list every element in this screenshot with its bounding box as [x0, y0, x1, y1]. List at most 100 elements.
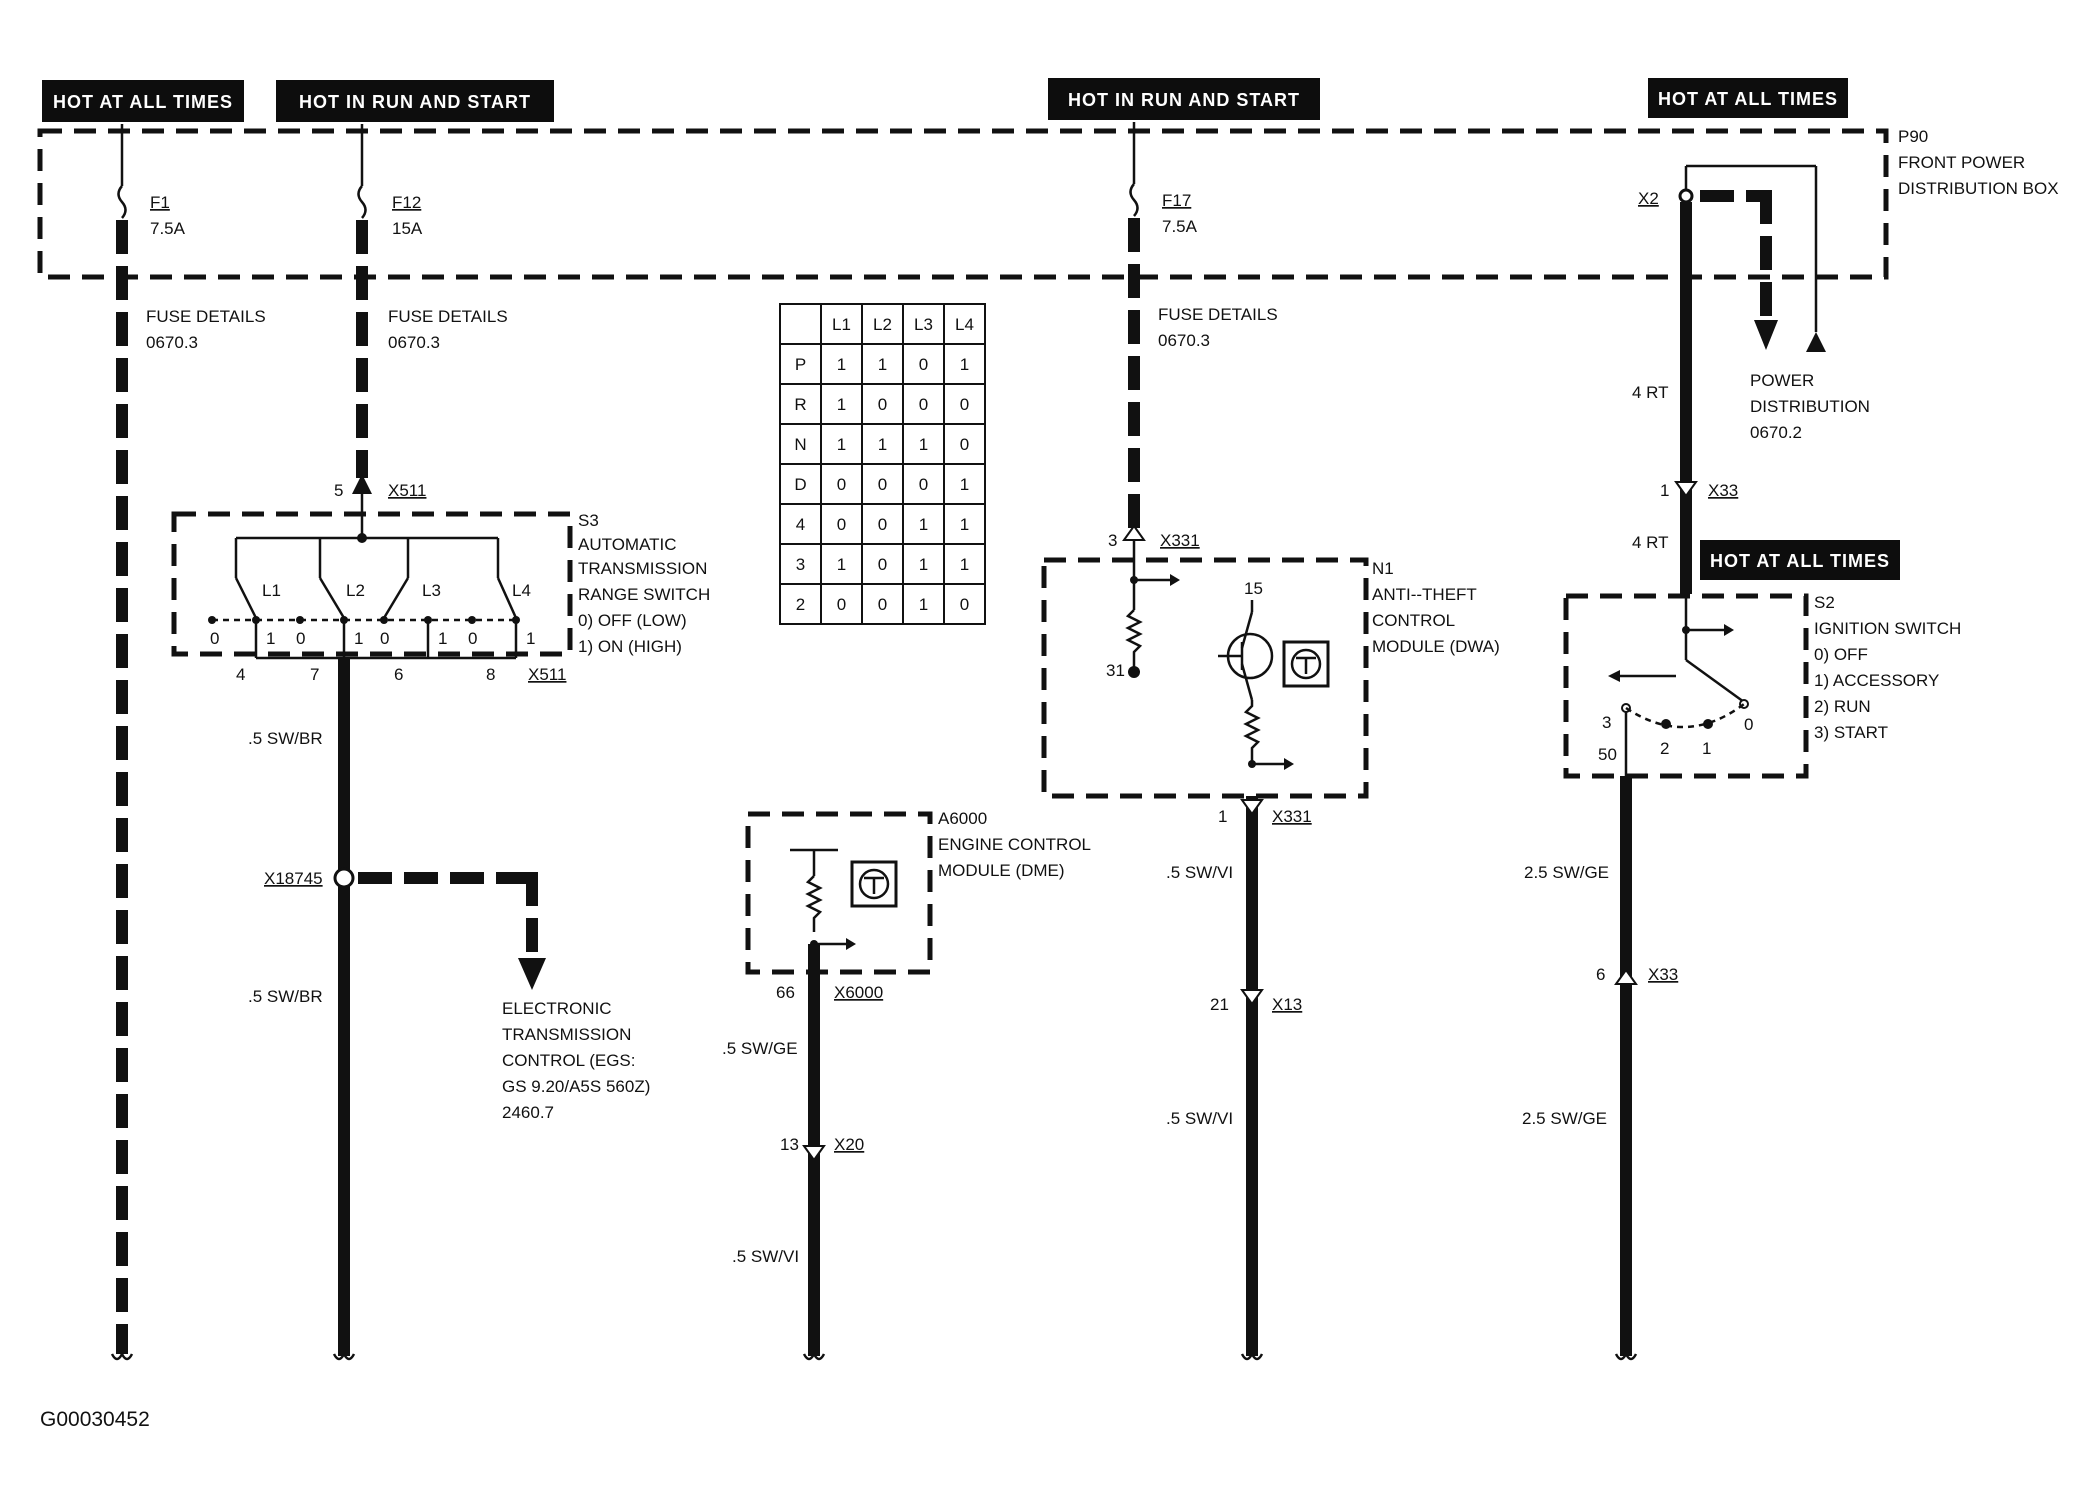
table-cell: 0: [960, 595, 969, 614]
pos-1-b: 1: [354, 629, 363, 648]
wire-label-sw-vi-ecm: .5 SW/VI: [732, 1247, 799, 1266]
fuse-f12-id: F12: [392, 193, 421, 212]
s3-state0: 0) OFF (LOW): [578, 611, 687, 630]
fuse-f17-details: FUSE DETAILS: [1158, 305, 1278, 324]
table-cell: 0: [837, 515, 846, 534]
egs-line3: CONTROL (EGS:: [502, 1051, 636, 1070]
range-switch-s3: L1 L2 L3 L4 0 1 0 1 0 1 0 1 S3 AUTOMATIC…: [171, 494, 710, 684]
header-hot-in-run-and-start-2: HOT IN RUN AND START: [1048, 78, 1320, 120]
s2-pos-1: 1: [1702, 739, 1711, 758]
table-cell: 1: [878, 355, 887, 374]
ecm-pin: 66: [776, 983, 795, 1002]
connector-x33-bot: X33: [1648, 965, 1678, 984]
table-cell: 0: [919, 355, 928, 374]
header-hot-at-all-times-2: HOT AT ALL TIMES: [1648, 78, 1848, 118]
table-cell: 0: [837, 595, 846, 614]
power-box-connector-x2: X2: [1638, 189, 1659, 208]
table-cell: 0: [878, 555, 887, 574]
circuit-ignition: X2 POWER DISTRIBUTION 0670.2 4 RT 1 X33 …: [1632, 164, 1870, 594]
fuse-f12-details: FUSE DETAILS: [388, 307, 508, 326]
x33-top-pin: 1: [1660, 481, 1669, 500]
ecm-id: A6000: [938, 809, 987, 828]
s2-state3: 3) START: [1814, 723, 1888, 742]
wire-label-sw-ge-1: 2.5 SW/GE: [1524, 863, 1609, 882]
n1-pin-15: 15: [1244, 579, 1263, 598]
s2-pos-2: 2: [1660, 739, 1669, 758]
pos-1-c: 1: [438, 629, 447, 648]
ecm-connector: X6000: [834, 983, 883, 1002]
table-cell: 1: [837, 555, 846, 574]
table-cell: 0: [919, 395, 928, 414]
wire-label-sw-vi-2: .5 SW/VI: [1166, 1109, 1233, 1128]
lever-l2: L2: [346, 581, 365, 600]
n1-line2: CONTROL: [1372, 611, 1455, 630]
wire-label-sw-ge-2: 2.5 SW/GE: [1522, 1109, 1607, 1128]
connector-x13: X13: [1272, 995, 1302, 1014]
wire-label-sw-vi-1: .5 SW/VI: [1166, 863, 1233, 882]
pos-1-a: 1: [266, 629, 275, 648]
s3-state1: 1) ON (HIGH): [578, 637, 682, 656]
header-label: HOT IN RUN AND START: [299, 92, 531, 112]
figure-id: G00030452: [40, 1408, 150, 1431]
power-box-name-2: DISTRIBUTION BOX: [1898, 179, 2059, 198]
power-box-id: P90: [1898, 127, 1928, 146]
s2-state2: 2) RUN: [1814, 697, 1871, 716]
header-hot-in-run-and-start-1: HOT IN RUN AND START: [276, 80, 554, 122]
table-cell: 3: [796, 555, 805, 574]
table-cell: 1: [919, 515, 928, 534]
table-header-cell: L3: [914, 315, 933, 334]
table-cell-border: [779, 303, 822, 345]
wire-sw-vi: 1 X331 .5 SW/VI 21 X13 .5 SW/VI: [1166, 796, 1312, 1361]
fuse-f12-ref: 0670.3: [388, 333, 440, 352]
n1-pin-31: 31: [1106, 661, 1125, 680]
s3-line2: TRANSMISSION: [578, 559, 707, 578]
s2-state0: 0) OFF: [1814, 645, 1868, 664]
engine-control-module: A6000 ENGINE CONTROL MODULE (DME) 66 X60…: [722, 809, 1091, 1361]
connector-x511-in-arrow: [352, 474, 372, 494]
table-cell: 1: [960, 475, 969, 494]
table-cell: 1: [878, 435, 887, 454]
table-cell: 0: [878, 595, 887, 614]
s3-out-pin-8: 8: [486, 665, 495, 684]
n1-line3: MODULE (DWA): [1372, 637, 1500, 656]
power-dist-ref: 0670.2: [1750, 423, 1802, 442]
header-label: HOT IN RUN AND START: [1068, 90, 1300, 110]
wire-sw-br: .5 SW/BR X18745 .5 SW/BR ELECTRONIC TRAN…: [248, 658, 650, 1361]
table-cell: 1: [837, 355, 846, 374]
header-label: HOT AT ALL TIMES: [1710, 551, 1890, 571]
fuse-f17-symbol: [1129, 183, 1139, 217]
power-box-name-1: FRONT POWER: [1898, 153, 2025, 172]
power-distribution-box: [37, 128, 1889, 280]
pos-0-d: 0: [468, 629, 477, 648]
table-cell: 1: [960, 515, 969, 534]
table-cell: 0: [837, 475, 846, 494]
table-cell: N: [794, 435, 806, 454]
table-cell: D: [794, 475, 806, 494]
s3-line3: RANGE SWITCH: [578, 585, 710, 604]
anti-theft-module: 31 15 N1 ANTI--THEFT CONTROL MODULE (DWA…: [1041, 540, 1500, 799]
header-hot-at-all-times-3: HOT AT ALL TIMES: [1700, 540, 1900, 580]
s3-out-pin-6: 6: [394, 665, 403, 684]
ecm-line1: ENGINE CONTROL: [938, 835, 1091, 854]
n1-line1: ANTI--THEFT: [1372, 585, 1477, 604]
connector-x18745: X18745: [264, 869, 323, 888]
header-hot-at-all-times-1: HOT AT ALL TIMES: [42, 80, 244, 122]
ignition-switch-s2: 3 50 2 1 0 S2 IGNITION SWITCH 0) OFF 1) …: [1563, 593, 1961, 779]
table-header-cell: L1: [832, 315, 851, 334]
table-cell: 1: [960, 355, 969, 374]
table-cell: 2: [796, 595, 805, 614]
table-cell: 0: [919, 475, 928, 494]
wire-sw-ge-ignition: 2.5 SW/GE 6 X33 2.5 SW/GE: [1522, 776, 1678, 1361]
header-label: HOT AT ALL TIMES: [1658, 89, 1838, 109]
table-cell: 0: [878, 395, 887, 414]
power-dist-line1: POWER: [1750, 371, 1814, 390]
s3-line1: AUTOMATIC: [578, 535, 677, 554]
table-cell: 0: [878, 515, 887, 534]
s3-id: S3: [578, 511, 599, 530]
egs-line2: TRANSMISSION: [502, 1025, 631, 1044]
s3-in-connector: X511: [388, 481, 426, 500]
pos-0-c: 0: [380, 629, 389, 648]
connector-x20: X20: [834, 1135, 864, 1154]
